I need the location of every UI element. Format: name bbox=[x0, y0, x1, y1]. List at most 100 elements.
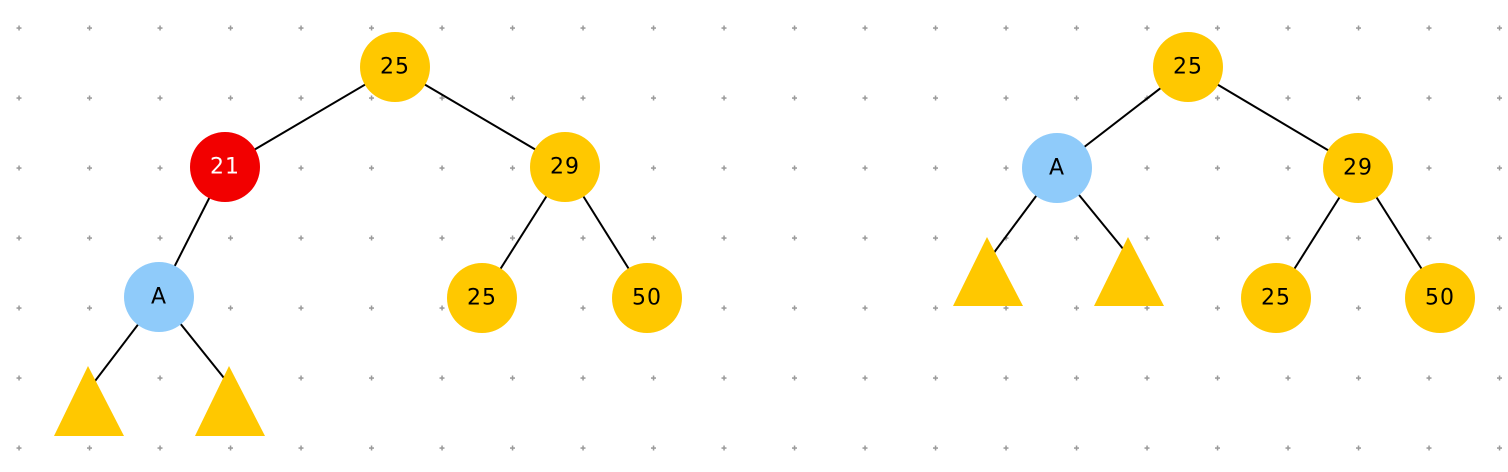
grid-dot bbox=[792, 445, 797, 451]
node-50-leaf-label: 50 bbox=[1425, 286, 1455, 311]
node-21-highlighted: 21 bbox=[190, 132, 260, 202]
grid-dot bbox=[1497, 95, 1502, 101]
grid-dot bbox=[1003, 25, 1009, 31]
grid-dot bbox=[439, 165, 445, 171]
grid-dot bbox=[510, 95, 515, 101]
grid-dot bbox=[1215, 375, 1220, 381]
node-50-leaf-label: 50 bbox=[632, 286, 662, 311]
grid-dot bbox=[792, 165, 797, 171]
grid-dot bbox=[721, 25, 727, 31]
grid-dot bbox=[1144, 25, 1150, 31]
grid-dot bbox=[721, 165, 727, 171]
node-A-label: A bbox=[1049, 156, 1065, 181]
node-A-placeholder: A bbox=[124, 262, 194, 332]
grid-dot bbox=[792, 235, 797, 241]
grid-dot bbox=[1426, 375, 1432, 381]
grid-dot bbox=[87, 95, 92, 101]
grid-dot bbox=[369, 95, 374, 101]
grid-dot bbox=[933, 305, 938, 311]
grid-dot bbox=[228, 445, 233, 451]
grid-dot bbox=[298, 375, 304, 381]
grid-dot bbox=[792, 95, 797, 101]
grid-dot bbox=[1003, 375, 1009, 381]
grid-dot bbox=[651, 235, 656, 241]
grid-dot bbox=[721, 95, 727, 101]
grid-dot bbox=[369, 165, 374, 171]
grid-dot bbox=[1144, 445, 1150, 451]
node-21-label: 21 bbox=[210, 155, 240, 180]
grid-dot bbox=[933, 445, 938, 451]
node-root: 25 bbox=[1153, 32, 1223, 102]
right-subtree-triangle bbox=[195, 366, 265, 436]
grid-dot bbox=[298, 235, 304, 241]
grid-dot bbox=[792, 375, 797, 381]
node-25-leaf: 25 bbox=[1241, 263, 1311, 333]
grid-dot bbox=[510, 375, 515, 381]
node-root-label: 25 bbox=[380, 55, 410, 80]
grid-dot bbox=[651, 375, 656, 381]
grid-dot bbox=[1426, 95, 1432, 101]
grid-dot bbox=[228, 235, 233, 241]
node-A-label: A bbox=[151, 285, 167, 310]
node-25-leaf-label: 25 bbox=[1261, 286, 1291, 311]
grid-dot bbox=[439, 95, 445, 101]
grid-dot bbox=[369, 375, 374, 381]
grid-dot bbox=[87, 305, 92, 311]
grid-dot bbox=[651, 95, 656, 101]
grid-dot bbox=[1285, 165, 1291, 171]
grid-dot bbox=[1144, 235, 1150, 241]
grid-dot bbox=[1497, 445, 1502, 451]
grid-dot bbox=[228, 305, 233, 311]
grid-dot bbox=[1356, 305, 1361, 311]
grid-dot bbox=[1356, 235, 1361, 241]
grid-dot bbox=[369, 25, 374, 31]
grid-dot bbox=[1215, 165, 1220, 171]
grid-dot bbox=[298, 165, 304, 171]
grid-dot bbox=[1356, 445, 1361, 451]
grid-dot bbox=[16, 305, 22, 311]
grid-dot bbox=[651, 25, 656, 31]
grid-dot bbox=[510, 445, 515, 451]
grid-dot bbox=[439, 235, 445, 241]
grid-dot bbox=[792, 305, 797, 311]
grid-dot bbox=[369, 305, 374, 311]
grid-dot bbox=[157, 165, 163, 171]
grid-dot bbox=[298, 25, 304, 31]
grid-dot bbox=[298, 95, 304, 101]
grid-dot bbox=[580, 235, 586, 241]
grid-dot bbox=[298, 305, 304, 311]
grid-dot bbox=[228, 25, 233, 31]
grid-dot bbox=[933, 165, 938, 171]
grid-dot bbox=[862, 305, 868, 311]
grid-dot bbox=[16, 375, 22, 381]
grid-dot bbox=[1144, 375, 1150, 381]
grid-dot bbox=[1144, 305, 1150, 311]
grid-dot bbox=[862, 165, 868, 171]
grid-dot bbox=[1285, 235, 1291, 241]
node-29: 29 bbox=[1323, 133, 1393, 203]
grid-dot bbox=[1074, 445, 1079, 451]
grid-dot bbox=[862, 235, 868, 241]
grid-dot bbox=[933, 95, 938, 101]
grid-dot bbox=[792, 25, 797, 31]
grid-dot bbox=[87, 165, 92, 171]
grid-dot bbox=[1497, 25, 1502, 31]
grid-dot bbox=[87, 445, 92, 451]
grid-dot bbox=[1215, 95, 1220, 101]
grid-dot bbox=[157, 25, 163, 31]
grid-dot bbox=[721, 445, 727, 451]
right-subtree-triangle bbox=[1094, 237, 1164, 306]
grid-dot bbox=[933, 25, 938, 31]
grid-dot bbox=[580, 305, 586, 311]
grid-dot bbox=[721, 375, 727, 381]
grid-dot bbox=[1074, 25, 1079, 31]
node-root-label: 25 bbox=[1173, 55, 1203, 80]
grid-dot bbox=[510, 235, 515, 241]
grid-dot bbox=[16, 445, 22, 451]
grid-dot bbox=[157, 235, 163, 241]
grid-dot bbox=[1074, 95, 1079, 101]
grid-dot bbox=[721, 305, 727, 311]
grid-dot bbox=[1003, 95, 1009, 101]
grid-dot bbox=[1215, 305, 1220, 311]
grid-dot bbox=[862, 95, 868, 101]
